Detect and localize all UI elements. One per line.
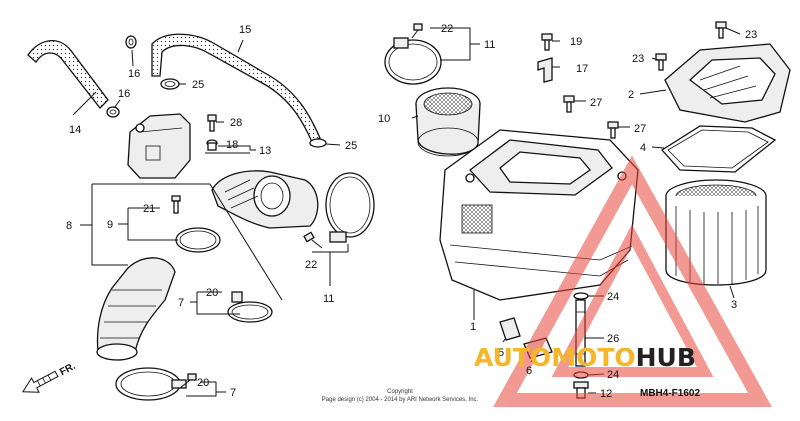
- callout-26: 26: [607, 333, 619, 345]
- screw-21: [171, 195, 181, 214]
- bolt-19: [541, 33, 553, 51]
- callout-27-a: 27: [590, 97, 602, 109]
- callout-11-left: 11: [323, 293, 334, 305]
- callout-25-right: 25: [345, 140, 357, 152]
- bolt-27-b: [607, 121, 619, 139]
- callout-3: 3: [731, 299, 737, 311]
- diagram-code: MBH4-F1602: [640, 388, 700, 399]
- breather-chamber-13: [127, 113, 191, 179]
- callout-25-top: 25: [192, 79, 204, 91]
- copyright-line-1: Copyright: [387, 389, 413, 395]
- callout-8: 8: [66, 220, 72, 232]
- band-20-bottom: [115, 367, 187, 401]
- callout-13: 13: [259, 145, 271, 157]
- collar-18: [206, 139, 218, 151]
- callout-7-middle: 7: [178, 297, 184, 309]
- callout-16-upper: 16: [128, 68, 140, 80]
- screw-20-bottom: [179, 373, 197, 389]
- callout-5: 5: [498, 347, 504, 359]
- band-11-left: [325, 172, 375, 243]
- copyright-line-2: Page design (c) 2004 - 2014 by ARI Netwo…: [322, 397, 479, 403]
- callout-17: 17: [576, 63, 588, 75]
- callout-11-top: 11: [484, 39, 495, 51]
- connecting-tube-8: [96, 257, 176, 361]
- o-ring-24-top: [573, 292, 589, 300]
- callout-labels: 14 16 16 15 25 25 28 18 13 8 9 21 7 20 2…: [66, 23, 757, 400]
- leader-lines-left: [72, 39, 349, 397]
- callout-14: 14: [69, 124, 81, 136]
- callout-21: 21: [143, 203, 155, 215]
- callout-22-top: 22: [441, 23, 453, 35]
- callout-22-left: 22: [305, 259, 317, 271]
- watermark-text: AUTOMOTOHUB: [474, 343, 696, 372]
- bolt-27-a: [563, 95, 575, 113]
- connecting-tube-9: [211, 170, 319, 229]
- callout-16-lower: 16: [118, 88, 130, 100]
- callout-24-bottom: 24: [607, 369, 619, 381]
- screw-23-a: [715, 21, 727, 39]
- watermark-part-auto: AUTO: [474, 343, 551, 372]
- front-direction-label: FR.: [58, 361, 78, 378]
- air-cleaner-cover-2: [664, 43, 791, 123]
- watermark-triangle: [493, 155, 772, 407]
- callout-10: 10: [378, 113, 390, 125]
- band-clamp-9: [175, 227, 221, 253]
- callout-28: 28: [230, 117, 242, 129]
- callout-9: 9: [107, 219, 113, 231]
- callout-12: 12: [600, 388, 612, 400]
- callout-4: 4: [640, 142, 646, 154]
- front-direction-arrow: FR.: [22, 361, 78, 393]
- hose-clip-25-top: [160, 78, 180, 90]
- breather-hose-14: [27, 40, 109, 109]
- watermark-part-hub: HUB: [636, 343, 696, 372]
- watermark-part-moto: MOTO: [551, 343, 635, 372]
- callout-1: 1: [470, 321, 476, 333]
- band-11-top: [384, 37, 442, 85]
- callout-27-b: 27: [634, 123, 646, 135]
- screw-23-b: [655, 53, 667, 71]
- hose-clip-25-right: [309, 138, 327, 148]
- hose-clip-16-upper: [125, 35, 137, 49]
- screw-22-left: [303, 231, 323, 249]
- callout-24-top: 24: [607, 291, 619, 303]
- hose-clip-16-lower: [106, 106, 120, 118]
- callout-2: 2: [628, 89, 634, 101]
- callout-15: 15: [239, 24, 251, 36]
- seal-4: [661, 125, 777, 173]
- callout-6: 6: [526, 365, 532, 377]
- bracket-17: [537, 57, 553, 83]
- callout-23-a: 23: [745, 29, 757, 41]
- callout-19: 19: [570, 36, 582, 48]
- screw-22-top: [411, 23, 423, 39]
- clip-5: [499, 317, 521, 341]
- callout-20-middle: 20: [206, 287, 218, 299]
- callout-18: 18: [226, 139, 238, 151]
- callout-20-bottom: 20: [197, 377, 209, 389]
- air-cleaner-tube-10: [415, 87, 481, 157]
- band-20-middle: [227, 291, 273, 323]
- callout-7-bottom: 7: [230, 387, 236, 399]
- bolt-28: [207, 114, 217, 132]
- watermark-logo: AUTOMOTOHUB: [474, 343, 696, 372]
- callout-23-b: 23: [632, 53, 644, 65]
